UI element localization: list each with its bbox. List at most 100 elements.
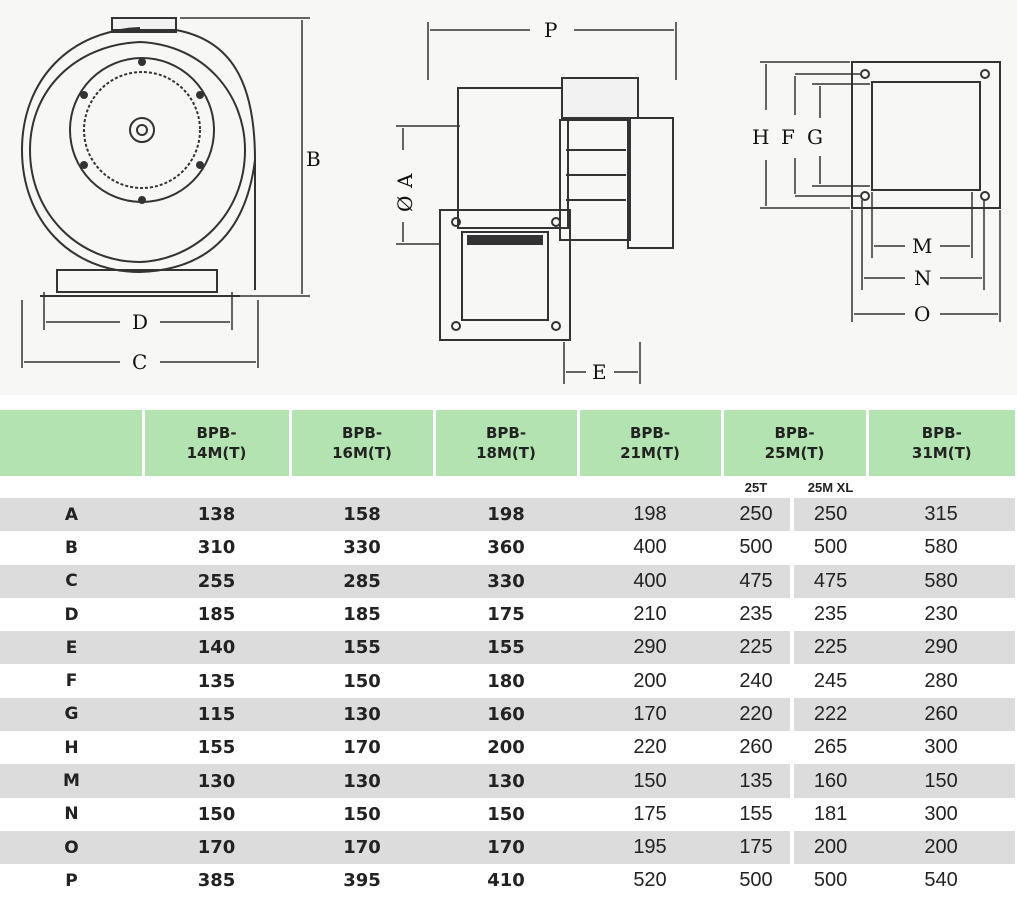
table-cell: 200 — [867, 830, 1016, 865]
table-cell: 300 — [867, 731, 1016, 765]
table-cell: 150 — [867, 764, 1016, 798]
table-cell: 500 — [722, 531, 790, 565]
table-cell: 410 — [434, 864, 578, 898]
table-cell: 475 — [722, 564, 790, 598]
table-cell: 330 — [434, 564, 578, 598]
table-cell: 158 — [290, 498, 434, 532]
table-cell: 138 — [143, 498, 290, 532]
table-cell: 520 — [578, 864, 722, 898]
table-cell: 395 — [290, 864, 434, 898]
table-cell: 500 — [722, 864, 790, 898]
outlet-view — [760, 61, 1001, 322]
table-cell: 230 — [867, 597, 1016, 632]
dim-label-f: F — [781, 125, 795, 149]
header-model: BPB- 25M(T) — [720, 410, 868, 476]
table-cell: 245 — [794, 664, 868, 698]
table-cell: 235 — [794, 597, 868, 632]
table-cell: G — [0, 697, 143, 732]
table-cell: 285 — [290, 564, 434, 598]
table-cell: 235 — [722, 597, 790, 632]
table-cell: 185 — [290, 597, 434, 632]
dim-label-g: G — [807, 125, 823, 149]
table-cell: D — [0, 597, 143, 632]
header-blank — [0, 410, 143, 476]
variant-25t-label: 25T — [744, 479, 768, 495]
table-cell: 265 — [794, 731, 868, 765]
table-cell: 155 — [434, 631, 578, 665]
table-cell: 250 — [794, 498, 868, 532]
header-model: BPB- 18M(T) — [432, 410, 578, 476]
table-cell: 185 — [143, 597, 290, 632]
table-cell: 500 — [794, 864, 868, 898]
dim-label-d: D — [132, 310, 148, 334]
cell-gap — [790, 864, 794, 898]
table-cell: 160 — [434, 697, 578, 732]
front-view — [20, 17, 310, 368]
table-cell: 200 — [578, 664, 722, 698]
table-cell: 180 — [434, 664, 578, 698]
variant-subheader-row: 25T 25M XL — [0, 476, 1015, 498]
table-cell: 475 — [794, 564, 868, 598]
cell-gap — [790, 830, 794, 865]
dim-label-c: C — [132, 350, 147, 374]
table-cell: 130 — [290, 764, 434, 798]
table-cell: 135 — [722, 764, 790, 798]
table-cell: 540 — [867, 864, 1016, 898]
cell-gap — [790, 631, 794, 665]
table-cell: 170 — [143, 830, 290, 865]
table-cell: O — [0, 830, 143, 865]
table-cell: 300 — [867, 797, 1016, 831]
cell-gap — [790, 664, 794, 698]
cell-gap — [790, 564, 794, 598]
table-cell: 150 — [290, 797, 434, 831]
table-cell: 170 — [290, 830, 434, 865]
table-cell: 170 — [434, 830, 578, 865]
table-cell: 198 — [578, 498, 722, 532]
dim-label-b: B — [306, 147, 321, 171]
table-cell: 175 — [578, 797, 722, 831]
table-cell: C — [0, 564, 143, 598]
table-cell: H — [0, 731, 143, 765]
table-cell: 150 — [578, 764, 722, 798]
table-cell: B — [0, 531, 143, 565]
table-cell: 220 — [578, 731, 722, 765]
table-cell: 140 — [143, 631, 290, 665]
dim-label-a: A — [393, 173, 417, 189]
dim-label-p: P — [544, 18, 557, 42]
dimensions-table: BPB- 14M(T) BPB- 16M(T) BPB- 18M(T) BPB-… — [0, 410, 1016, 898]
table-cell: A — [0, 498, 143, 532]
table-cell: 330 — [290, 531, 434, 565]
table-cell: 260 — [722, 731, 790, 765]
header-model: BPB- 21M(T) — [576, 410, 722, 476]
dim-label-m: M — [912, 234, 932, 258]
table-cell: 290 — [578, 631, 722, 665]
table-cell: 175 — [722, 830, 790, 865]
side-view — [396, 22, 677, 384]
dim-label-h: H — [752, 125, 769, 149]
table-cell: 250 — [722, 498, 790, 532]
table-cell: 155 — [722, 797, 790, 831]
table-cell: 195 — [578, 830, 722, 865]
table-cell: 175 — [434, 597, 578, 632]
table-cell: 580 — [867, 564, 1016, 598]
table-cell: 130 — [143, 764, 290, 798]
table-cell: N — [0, 797, 143, 831]
cell-gap — [790, 597, 794, 632]
table-cell: 260 — [867, 697, 1016, 732]
table-cell: 150 — [290, 664, 434, 698]
cell-gap — [790, 797, 794, 831]
cell-gap — [790, 731, 794, 765]
table-cell: 135 — [143, 664, 290, 698]
table-cell: 160 — [794, 764, 868, 798]
